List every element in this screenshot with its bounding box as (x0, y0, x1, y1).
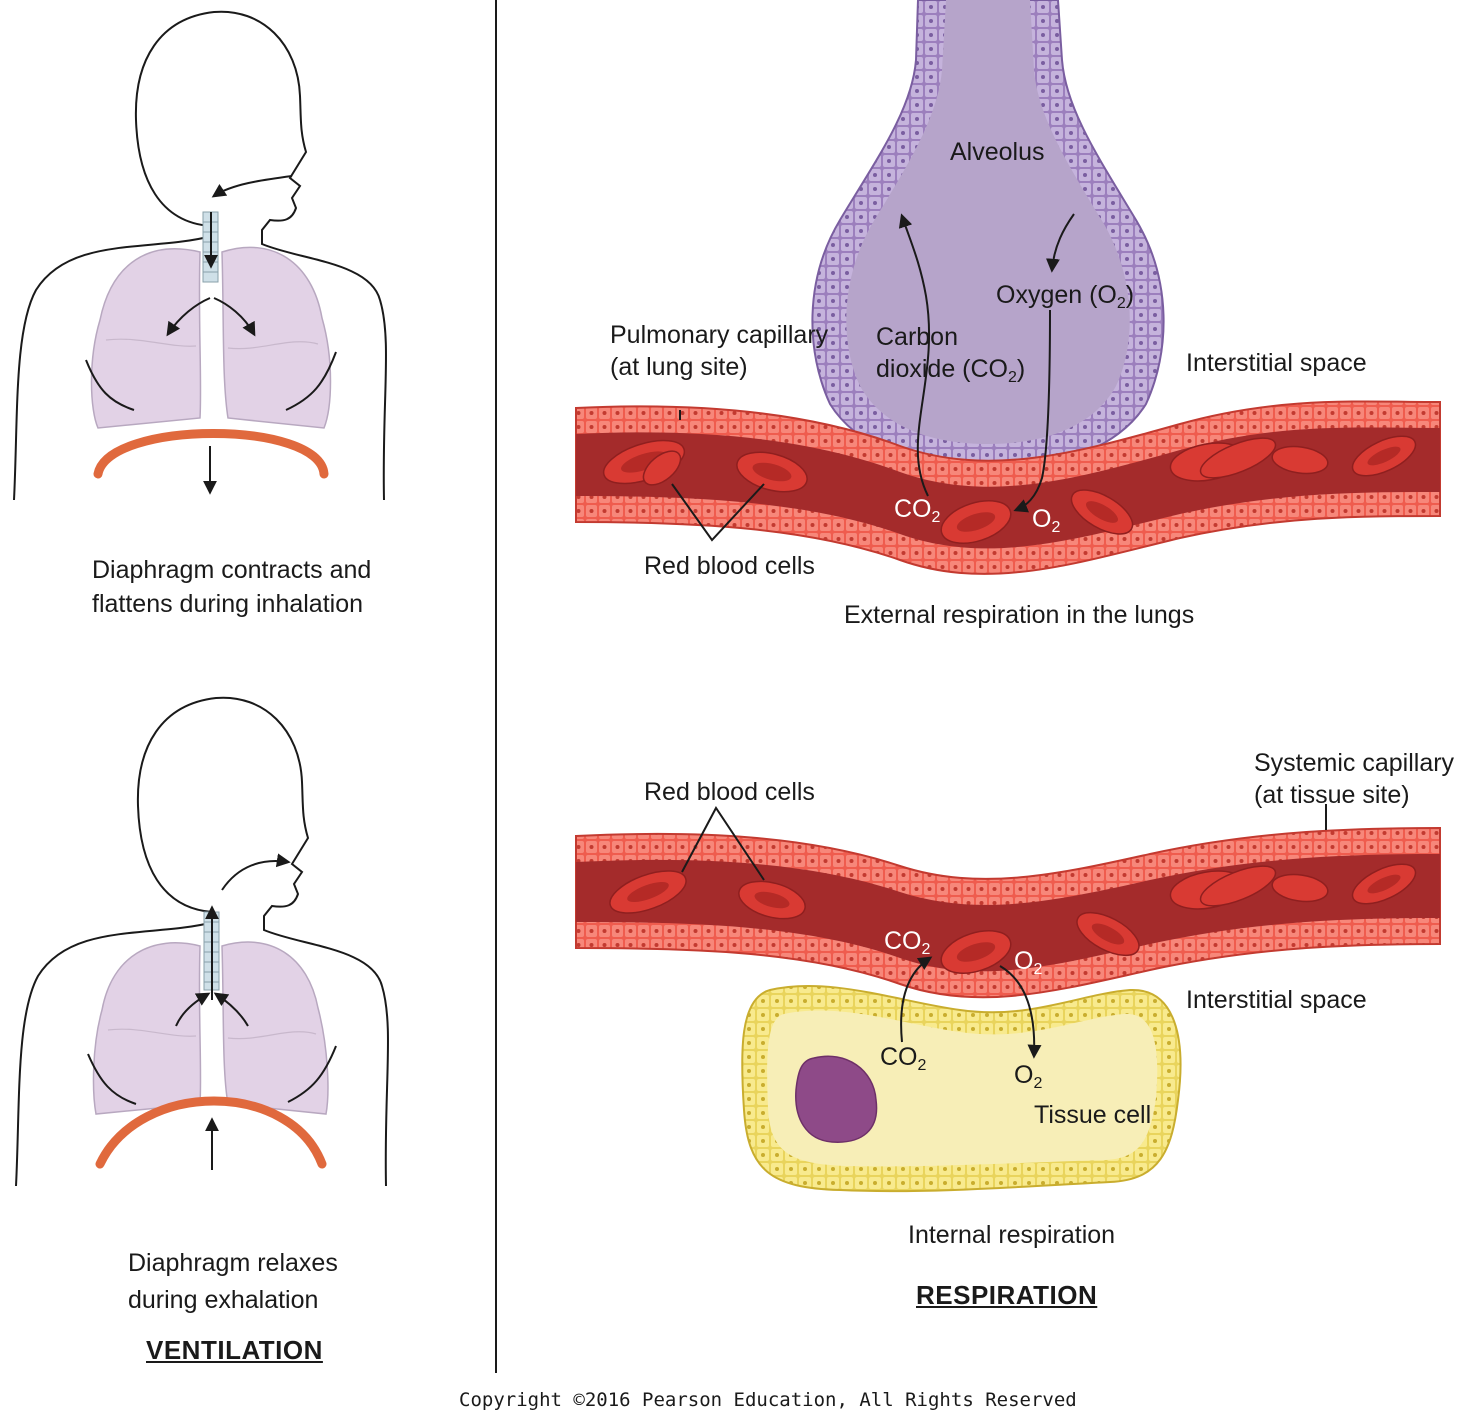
co2-label-capillary: CO2 (884, 927, 931, 958)
inhalation-caption-line1: Diaphragm contracts and (92, 556, 372, 584)
interstitial-space-label-bottom: Interstitial space (1186, 986, 1367, 1014)
systemic-capillary-label-line1: Systemic capillary (1254, 749, 1455, 777)
red-blood-cells-label-top: Red blood cells (644, 552, 815, 580)
ventilation-heading: VENTILATION (146, 1335, 323, 1365)
alveolus (811, 0, 1165, 472)
carbon-dioxide-label-line2: dioxide (CO2) (876, 355, 1026, 386)
pulmonary-capillary-label-line1: Pulmonary capillary (610, 321, 829, 349)
red-blood-cells-label-bottom: Red blood cells (644, 778, 815, 806)
external-respiration-caption: External respiration in the lungs (844, 601, 1195, 629)
oxygen-label: Oxygen (O2) (996, 281, 1135, 312)
exhalation-caption-line2: during exhalation (128, 1286, 319, 1314)
tissue-cell-label: Tissue cell (1034, 1101, 1152, 1129)
alveolus-label: Alveolus (950, 138, 1045, 166)
o2-label-capillary: O2 (1014, 947, 1043, 978)
systemic-capillary (575, 826, 1441, 999)
co2-label-tissue: CO2 (880, 1043, 927, 1074)
pulmonary-capillary (575, 400, 1441, 575)
respiration-heading: RESPIRATION (916, 1280, 1098, 1310)
exhalation-figure (15, 696, 390, 1187)
interstitial-space-label-top: Interstitial space (1186, 349, 1367, 377)
co2-label-external: CO2 (894, 495, 941, 526)
tissue-cell (741, 984, 1182, 1193)
exhalation-caption-line1: Diaphragm relaxes (128, 1249, 338, 1277)
carbon-dioxide-label-line1: Carbon (876, 323, 958, 351)
inhalation-caption-line2: flattens during inhalation (92, 590, 364, 618)
internal-respiration-caption: Internal respiration (908, 1221, 1116, 1249)
copyright-notice: Copyright ©2016 Pearson Education, All R… (459, 1389, 1077, 1411)
o2-label-external: O2 (1032, 505, 1061, 536)
pulmonary-capillary-label-line2: (at lung site) (610, 353, 748, 381)
inhalation-figure (13, 10, 388, 501)
systemic-capillary-label-line2: (at tissue site) (1254, 781, 1410, 809)
o2-label-tissue: O2 (1014, 1061, 1043, 1092)
